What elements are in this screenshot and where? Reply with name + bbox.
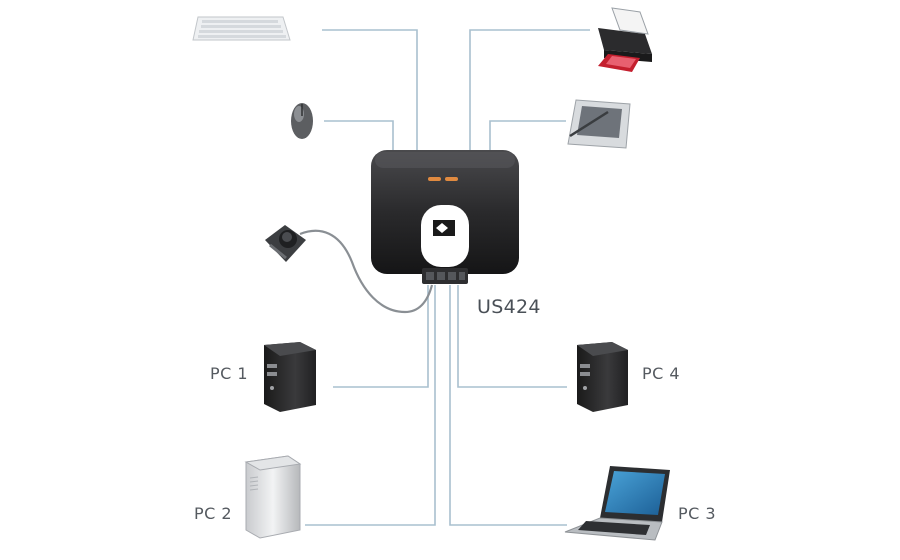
pc4-label: PC 4 [642,364,681,383]
pc1-tower-icon [264,342,316,412]
pc1-label: PC 1 [210,364,249,383]
wire-keyboard [322,29,418,152]
remote-port-selector-icon [265,225,306,262]
wire-mouse [324,120,394,152]
pc4-tower-icon [577,342,628,412]
mouse-icon [291,103,313,139]
wire-pc2 [305,285,436,526]
wire-pc1 [333,285,429,388]
printer-icon [598,7,652,72]
connection-wires [305,29,590,526]
wire-pc4 [457,285,567,388]
pc3-laptop-icon [564,466,670,541]
pc3-label: PC 3 [678,504,717,523]
pc2-label: PC 2 [194,504,233,523]
usb-switch-device [371,150,519,284]
wire-printer [469,29,590,152]
wire-tablet [489,120,566,152]
pc2-mac-pro-icon [244,455,302,539]
drawing-tablet-icon [567,99,631,149]
wire-pc3 [449,285,567,526]
keyboard-icon [192,16,291,41]
remote-cable [299,229,434,314]
device-model-label: US424 [477,296,541,318]
